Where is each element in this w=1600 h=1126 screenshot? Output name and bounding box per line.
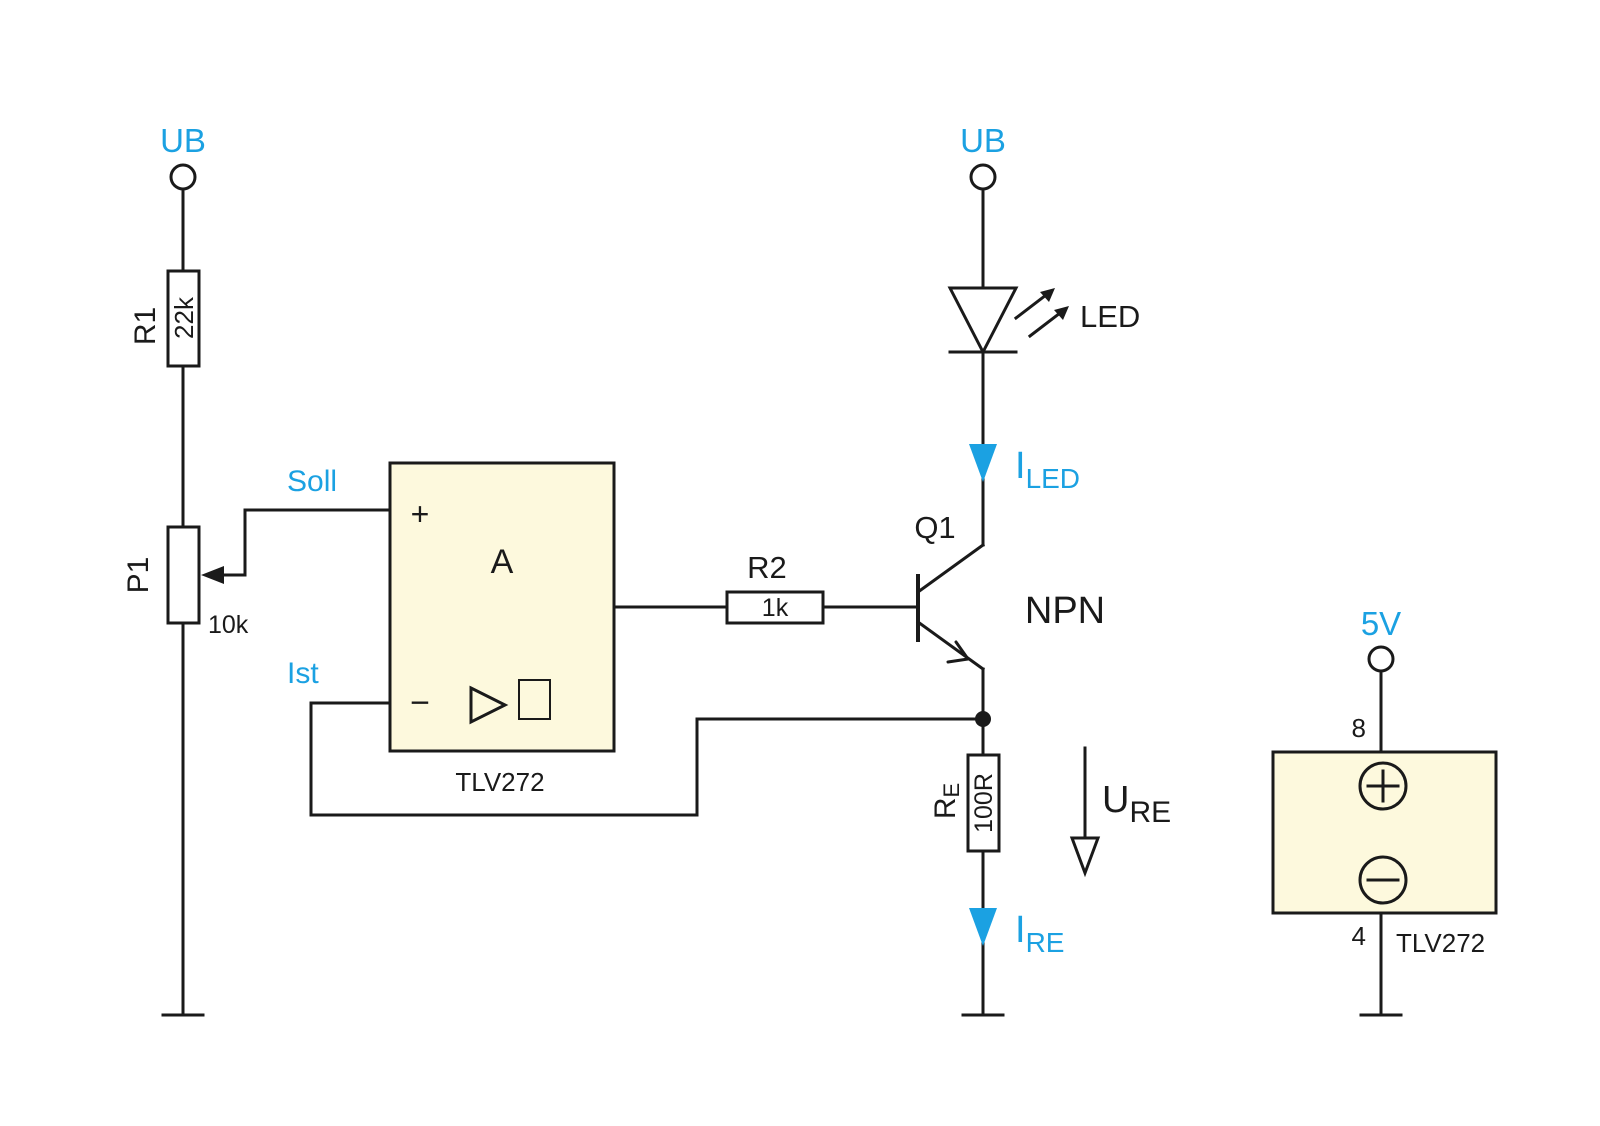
light-emission-arrows-icon (1013, 288, 1069, 339)
supply-5v-terminal (1367, 645, 1395, 673)
u-re-label: URE (1102, 779, 1171, 829)
i-led-arrow-icon (969, 444, 997, 482)
i-led-label: ILED (1015, 445, 1080, 494)
soll-label: Soll (287, 465, 337, 498)
p1-wiper-arrow-icon (201, 566, 224, 584)
p1-value-label: 10k (208, 611, 249, 639)
q1-transistor (915, 542, 986, 672)
u-re-main: U (1102, 779, 1129, 821)
ist-label: Ist (287, 657, 319, 690)
re-name-label: RE (929, 783, 964, 819)
p1-name-label: P1 (122, 557, 155, 594)
q1-type-label: NPN (1025, 590, 1105, 632)
q1-name-label: Q1 (914, 510, 955, 545)
emitter-arrow-icon (946, 640, 970, 664)
u-re-voltage-arrow-icon (1069, 746, 1101, 878)
pin-4-label: 4 (1352, 921, 1366, 951)
supply-part-label: TLV272 (1396, 928, 1485, 958)
r1-name-label: R1 (129, 307, 162, 345)
i-led-main: I (1015, 445, 1026, 487)
triangle-buffer-icon (469, 679, 551, 725)
i-re-arrow-icon (969, 908, 997, 946)
ub-left-terminal (169, 163, 197, 191)
pin-8-label: 8 (1352, 713, 1366, 743)
u-re-sub: RE (1129, 796, 1171, 829)
re-value-label: 100R (970, 773, 998, 833)
circle-plus-icon (1358, 761, 1408, 811)
r2-value-label: 1k (762, 594, 789, 622)
re-name-main: R (929, 798, 962, 820)
opamp-plus-label: + (411, 496, 430, 532)
i-re-main: I (1015, 909, 1026, 951)
re-resistor (966, 753, 1001, 853)
r1-value-label: 22k (169, 296, 199, 339)
left-branch: UB 22k R1 P1 10k (122, 122, 390, 1017)
p1-potentiometer (166, 525, 201, 625)
opamp-a: + − A TLV272 (388, 461, 616, 797)
r2-name-label: R2 (747, 550, 787, 585)
circle-minus-icon (1358, 855, 1408, 905)
ub-left-label: UB (160, 122, 206, 159)
led-diode-icon (947, 286, 1019, 356)
ub-right-label: UB (960, 122, 1006, 159)
re-name-sub: E (939, 783, 964, 798)
opamp-part-label: TLV272 (455, 767, 544, 797)
opamp-name-label: A (491, 543, 514, 581)
led-label: LED (1080, 299, 1140, 334)
ub-right-terminal (969, 163, 997, 191)
opamp-minus-label: − (410, 684, 430, 722)
right-branch: UB LED ILED 100R RE (929, 122, 1140, 1017)
i-re-sub: RE (1026, 927, 1065, 958)
emitter-junction (975, 711, 991, 727)
i-led-sub: LED (1026, 463, 1080, 494)
opamp-supply-block: 5V 8 4 TLV272 (1271, 605, 1498, 1017)
i-re-label: IRE (1015, 909, 1064, 958)
feedback-wire (309, 701, 985, 817)
supply-5v-label: 5V (1361, 605, 1401, 642)
